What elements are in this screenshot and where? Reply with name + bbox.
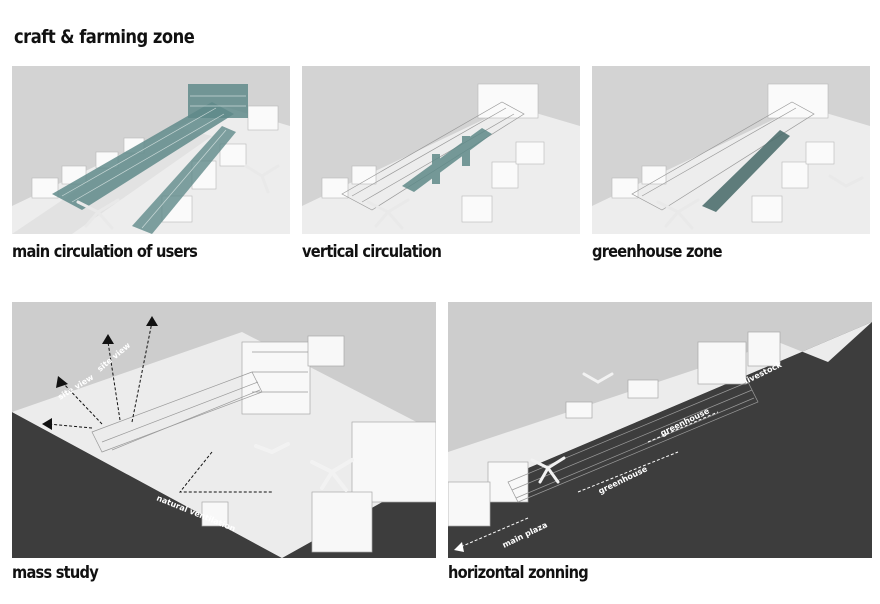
arrow-icon — [47, 321, 272, 493]
arrow-icon — [457, 411, 719, 549]
structural-frame — [91, 351, 308, 453]
palm-tree-icon — [254, 442, 354, 492]
caption-horizontal-zonning: horizontal zonning — [448, 563, 589, 583]
mass-study-render: site view site view natural ventilation — [12, 302, 436, 558]
caption-vertical-circulation: vertical circulation — [302, 242, 442, 262]
caption-mass-study: mass study — [12, 563, 99, 583]
vertical-circulation-render — [302, 66, 580, 234]
highlighted-vertical-core — [402, 128, 492, 192]
page-title: craft & farming zone — [14, 26, 195, 48]
highlighted-greenhouse — [702, 130, 790, 212]
palm-tree-icon — [530, 372, 614, 484]
horizontal-zonning-render: livestock greenhouse greenhouse main pla… — [448, 302, 872, 558]
ground-section — [448, 322, 872, 558]
palm-tree-icon — [76, 164, 280, 230]
highlighted-circulation-path — [52, 84, 248, 234]
main-circulation-render — [12, 66, 290, 234]
palm-tree-icon — [366, 198, 410, 230]
palm-tree-icon — [656, 174, 864, 230]
caption-main-circulation: main circulation of users — [12, 242, 198, 262]
greenhouse-zone-render — [592, 66, 870, 234]
caption-greenhouse-zone: greenhouse zone — [592, 242, 723, 262]
